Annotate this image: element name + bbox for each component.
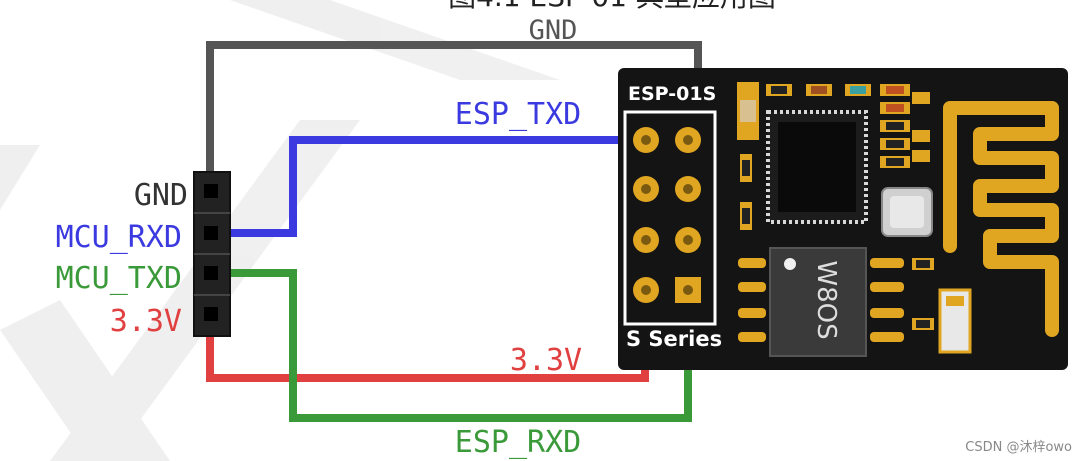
csdn-watermark: CSDN @沐梓owo — [965, 440, 1072, 455]
header-pin-txd — [204, 266, 218, 280]
esp-txd-wire-label: ESP_TXD — [455, 97, 581, 132]
pin-outline — [623, 110, 717, 326]
mcu-pin-header — [193, 171, 231, 337]
gnd-wire-label: GND — [529, 15, 578, 46]
header-pin-gnd — [204, 184, 218, 198]
esp-txd-wire — [214, 136, 646, 237]
smd-components — [737, 82, 972, 354]
pcb-antenna — [943, 101, 1059, 337]
esp01s-module: ESP-01S S Series W8OS — [618, 68, 1068, 370]
gnd-wire — [206, 41, 702, 200]
header-pin-3v3 — [204, 307, 218, 321]
module-name: ESP-01S — [628, 83, 716, 105]
flash-pads — [738, 258, 904, 342]
module-pins — [633, 127, 701, 303]
header-label-gnd: GND — [134, 178, 188, 213]
esp-rxd-wire — [214, 269, 692, 422]
power-wire-label: 3.3V — [510, 343, 582, 378]
flash-chip: W8OS — [769, 247, 867, 357]
header-label-mcu-txd: MCU_TXD — [56, 261, 182, 296]
figure-caption: 图4.1 ESP-01 典型应用图 — [448, 0, 776, 13]
flash-chip-label: W8OS — [811, 260, 841, 339]
module-series-label: S Series — [626, 327, 722, 351]
esp-rxd-wire-label: ESP_RXD — [455, 425, 581, 460]
header-label-3v3: 3.3V — [110, 304, 182, 339]
header-pin-rxd — [204, 226, 218, 240]
header-label-mcu-rxd: MCU_RXD — [56, 220, 182, 255]
wifi-soc-chip — [766, 110, 868, 224]
